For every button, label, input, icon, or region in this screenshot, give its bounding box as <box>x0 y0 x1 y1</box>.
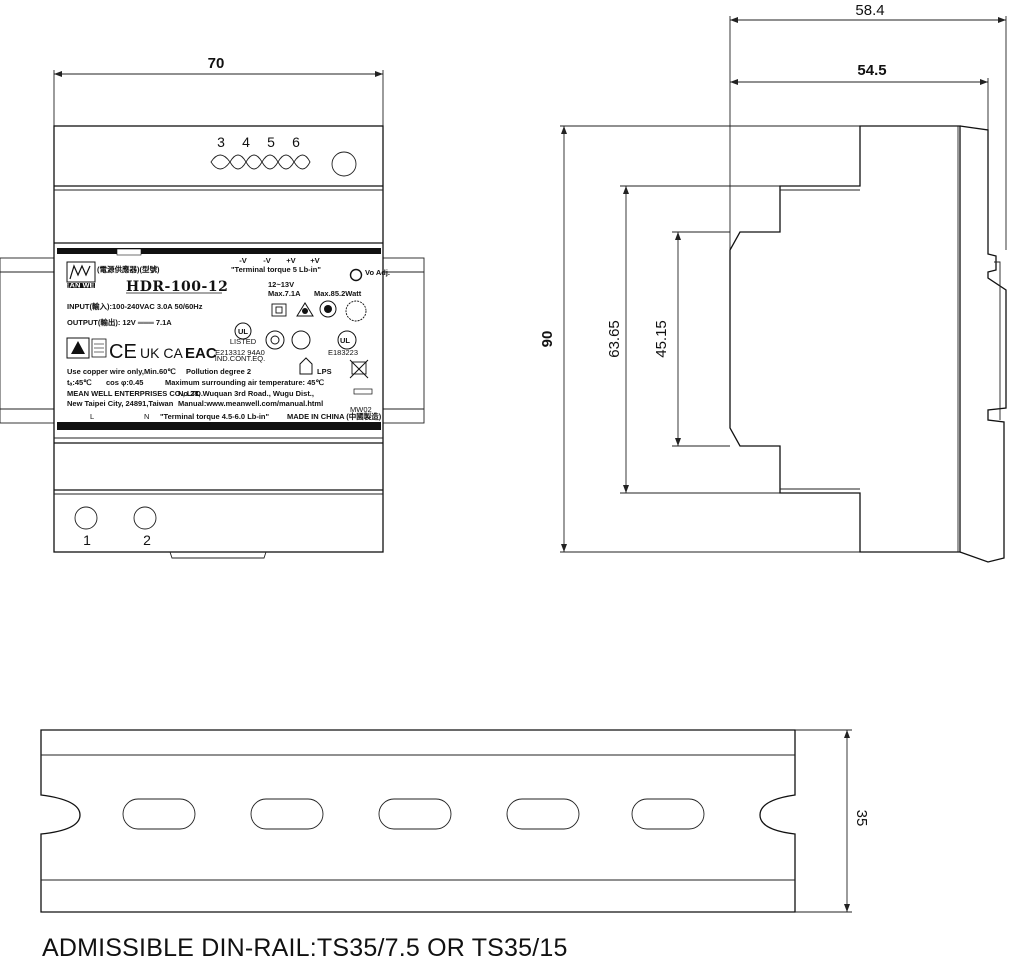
input-spec: INPUT(輸入):100-240VAC 3.0A 50/60Hz <box>67 301 203 311</box>
top-terminals: 3 4 5 6 <box>210 134 357 177</box>
product-label: MEAN WELL (電源供應器)(型號) HDR-100-12 -V -V +… <box>57 248 390 430</box>
body-depth-dimension: 54.5 <box>730 62 989 130</box>
warning-icon <box>66 337 90 359</box>
torque-bottom: "Terminal torque 4.5-6.0 Lb-in" <box>160 412 270 421</box>
ce-mark: CE <box>109 341 137 363</box>
v-term-4: +V <box>310 256 319 265</box>
e-number-2: E183223 <box>328 348 358 357</box>
lps-mark: LPS <box>317 367 332 376</box>
company-name: MEAN WELL ENTERPRISES CO., LTD. <box>67 389 203 398</box>
max-current: Max.7.1A <box>268 289 301 298</box>
overall-depth-value: 58.4 <box>855 2 884 19</box>
width-dimension: 70 <box>53 55 384 126</box>
barcode-box <box>353 388 373 395</box>
listed-text: LISTED <box>230 337 257 346</box>
svg-text:UL: UL <box>340 336 350 345</box>
n-label: N <box>144 412 149 421</box>
company-address: No.28, Wuquan 3rd Road., Wugu Dist., <box>178 389 314 398</box>
mw-code: MW02 <box>350 405 372 414</box>
label-title-cn: (電源供應器)(型號) <box>97 264 160 274</box>
manual-url: Manual:www.meanwell.com/manual.html <box>178 399 323 408</box>
eac-mark: EAC <box>185 345 217 362</box>
v-term-2: -V <box>263 256 271 265</box>
side-view: 58.4 54.5 90 63.65 <box>539 2 1007 563</box>
terminal-3-label: 3 <box>217 134 225 150</box>
e-number: E213312 94A0 <box>215 348 265 357</box>
output-spec: OUTPUT(輸出): 12V ═══ 7.1A <box>67 317 172 327</box>
terminal-1-label: 1 <box>83 532 91 548</box>
terminal-6-label: 6 <box>292 134 300 150</box>
vo-adj-text: Vo Adj. <box>365 268 390 277</box>
rail-slot <box>250 798 324 830</box>
height-dimension: 90 <box>539 125 960 553</box>
indoor-use-icon <box>299 357 313 375</box>
max-watt: Max.85.2Watt <box>314 289 362 298</box>
bottom-terminals: 1 2 <box>74 506 157 548</box>
company-city: New Taipei City, 24891,Taiwan <box>67 399 174 408</box>
rail-height-dimension: 35 <box>795 729 870 913</box>
l-label: L <box>90 412 94 421</box>
triangle-cert-icon <box>296 302 314 317</box>
bsmi-icon <box>291 330 311 350</box>
weee-icon <box>351 361 367 375</box>
rail-slot <box>378 798 452 830</box>
rail-slot <box>631 798 705 830</box>
model-number: HDR-100-12 <box>126 279 228 295</box>
ul-listed-icon <box>234 322 252 340</box>
copper-wire-note: Use copper wire only,Min.60℃ <box>67 367 176 376</box>
ta-rating: tₐ:45℃ <box>67 378 92 387</box>
class2-icon <box>271 303 287 317</box>
svg-text:UL: UL <box>238 327 248 336</box>
max-temp-note: Maximum surrounding air temperature: 45℃ <box>165 378 324 387</box>
brand-logo <box>66 261 96 283</box>
vadj-range: 12~13V <box>268 280 294 289</box>
made-in: MADE IN CHINA (中國製造) <box>287 411 382 421</box>
din-rail-profile <box>40 729 796 913</box>
terminal-1-screw <box>74 506 98 530</box>
front-view: 70 3 4 5 <box>0 55 425 559</box>
v-term-3: +V <box>286 256 295 265</box>
vadj-potentiometer <box>331 151 357 177</box>
terminal-2-screw <box>133 506 157 530</box>
ind-cont: IND.CONT.EQ. <box>215 354 265 363</box>
rail-slot <box>122 798 196 830</box>
cos-rating: cos φ:0.45 <box>106 378 143 387</box>
rail-height-value: 35 <box>853 810 870 827</box>
ukca-mark: UK CA <box>140 345 183 361</box>
cb-cert-icon <box>319 300 337 318</box>
manual-icon <box>91 338 107 358</box>
vo-adj-icon <box>349 268 363 282</box>
efficiency-icon <box>345 300 367 322</box>
v-term-1: -V <box>239 256 247 265</box>
height-value: 90 <box>539 331 556 348</box>
din-clip-profile <box>959 125 1007 563</box>
terminal-5-label: 5 <box>267 134 275 150</box>
din-rail-caption: ADMISSIBLE DIN-RAIL:TS35/7.5 OR TS35/15 <box>42 934 568 962</box>
brand-logo-text: MEAN WELL <box>58 280 104 289</box>
rail-view: 35 <box>40 729 870 913</box>
step2-value: 45.15 <box>653 320 670 358</box>
width-dimension-value: 70 <box>208 55 225 72</box>
terminal-2-label: 2 <box>143 532 151 548</box>
terminal-4-label: 4 <box>242 134 250 150</box>
side-body-profile <box>729 125 961 553</box>
body-depth-value: 54.5 <box>857 62 886 79</box>
cul-us-icon <box>337 330 357 350</box>
step1-value: 63.65 <box>606 320 623 358</box>
pollution-degree: Pollution degree 2 <box>186 367 251 376</box>
rail-slot <box>506 798 580 830</box>
terminal-block-top <box>210 154 311 170</box>
torque-top: "Terminal torque 5 Lb-in" <box>231 265 321 274</box>
step1-dimension: 63.65 <box>606 185 780 494</box>
step2-dimension: 45.15 <box>653 231 730 447</box>
front-body <box>53 125 384 559</box>
overall-depth-dimension: 58.4 <box>729 2 1007 250</box>
tuv-icon <box>265 330 285 350</box>
